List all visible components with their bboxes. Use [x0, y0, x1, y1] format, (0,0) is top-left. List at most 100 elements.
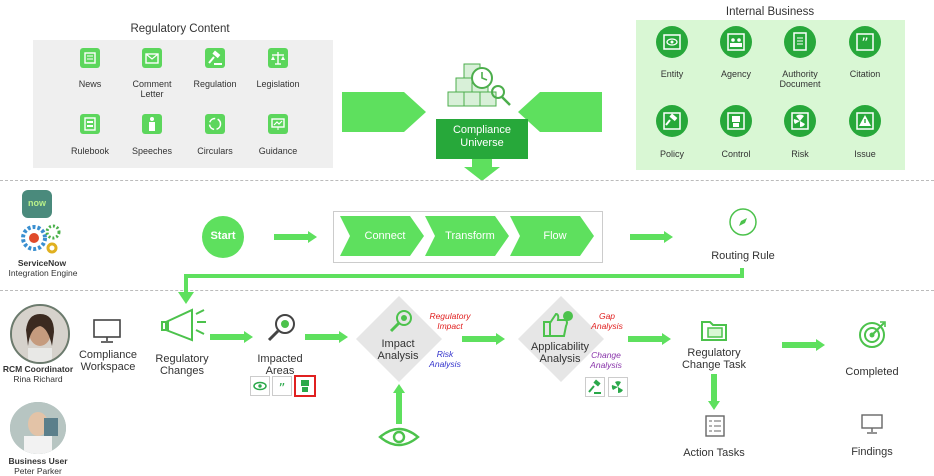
rulebook-label: Rulebook: [70, 146, 110, 156]
checklist-icon: [705, 415, 725, 437]
legislation-label: Legislation: [256, 79, 300, 89]
arrow-down-from-universe: [464, 159, 500, 181]
applicability-analysis-diamond: [518, 296, 604, 382]
gap-analysis-label: Gap Analysis: [591, 311, 623, 331]
gavel-icon: [585, 377, 605, 397]
issue-label: Issue: [854, 149, 876, 159]
connect-label: Connect: [364, 230, 406, 242]
citation-label: Citation: [849, 69, 881, 79]
svg-text:”: ”: [861, 36, 868, 52]
guidance-icon: [268, 114, 288, 134]
start-node: [202, 216, 244, 258]
folder-icon: [701, 321, 727, 341]
thumbs-up-icon: [543, 311, 573, 337]
boxes-magnifier-icon: [447, 63, 511, 107]
comment-letter-label: Comment Letter: [132, 79, 172, 99]
quote-icon: ”: [849, 26, 881, 58]
circulars-label: Circulars: [197, 146, 233, 156]
arrow-task-to-action: [708, 374, 720, 410]
arrow-impacted-to-impact: [305, 331, 348, 343]
risk-label: Risk: [791, 149, 809, 159]
internal-business-title: Internal Business: [725, 6, 815, 18]
flow-label: Flow: [543, 230, 567, 242]
gavel-policy-icon: [656, 105, 688, 137]
arrow-flow-to-routing: [630, 231, 673, 243]
arrow-left-into-universe: [518, 92, 602, 132]
entity-label: Entity: [660, 69, 684, 79]
agency-label: Agency: [720, 69, 752, 79]
podium-icon: [142, 114, 162, 134]
quote-icon: ”: [272, 376, 292, 397]
action-tasks-label: Action Tasks: [683, 447, 745, 459]
divider-top: [0, 180, 934, 181]
impact-analysis-diamond: [356, 296, 442, 382]
business-user-name: Peter Parker: [14, 466, 62, 476]
rcm-coordinator-role: RCM Coordinator: [2, 364, 74, 374]
rcm-coordinator-name: Rina Richard: [13, 374, 63, 384]
authority-document-label: Authority Document: [779, 69, 821, 89]
transform-step: [425, 216, 509, 256]
compass-icon: [729, 208, 757, 236]
regulation-label: Regulation: [193, 79, 237, 89]
arrow-task-to-completed: [782, 339, 825, 351]
flow-step: [510, 216, 594, 256]
avatar: [10, 304, 70, 364]
compliance-universe-box: [436, 119, 528, 159]
findings-label: Findings: [851, 446, 893, 458]
comment-letter-icon: [142, 48, 162, 68]
magnifier-icon: [267, 314, 295, 342]
change-analysis-label: Change Analysis: [590, 350, 622, 370]
scales-icon: [268, 48, 288, 68]
news-label: News: [78, 79, 102, 89]
transform-label: Transform: [445, 230, 495, 242]
rulebook-icon: [80, 114, 100, 134]
circular-arrows-icon: [205, 114, 225, 134]
regulatory-impact-label: Regulatory Impact: [429, 311, 471, 331]
radiation-icon: [784, 105, 816, 137]
monitor-icon: [861, 414, 883, 434]
guidance-label: Guidance: [258, 146, 298, 156]
servicenow-name: ServiceNow: [17, 258, 67, 268]
start-label: Start: [210, 230, 236, 242]
arrow-right-into-universe: [342, 92, 426, 132]
svg-text:”: ”: [279, 382, 286, 397]
routing-rule-label: Routing Rule: [711, 250, 775, 262]
eye-icon: [656, 26, 688, 58]
policy-label: Policy: [659, 149, 684, 159]
impact-analysis-label: Impact Analysis: [377, 338, 419, 362]
magnifier-icon: [389, 310, 412, 333]
eye-icon: [250, 376, 270, 396]
gavel-icon: [205, 48, 225, 68]
arrow-applicability-to-task: [628, 333, 671, 345]
risk-analysis-label: Risk Analysis: [429, 349, 461, 369]
applicability-analysis-label: Applicability Analysis: [530, 341, 590, 365]
warning-icon: [849, 105, 881, 137]
arrow-up-into-impact: [393, 384, 405, 424]
compliance-universe-label: Compliance Universe: [452, 124, 512, 149]
radiation-icon: [608, 377, 628, 397]
monitor-icon: [93, 319, 121, 343]
robot-icon: [720, 105, 752, 137]
eye-icon: [378, 427, 420, 447]
regulatory-change-task-label: Regulatory Change Task: [681, 347, 746, 371]
gears-icon: [21, 224, 61, 254]
speeches-label: Speeches: [131, 146, 173, 156]
agency-icon: [720, 26, 752, 58]
impacted-areas-label: Impacted Areas: [257, 353, 303, 377]
connect-step: [340, 216, 424, 256]
servicenow-subtitle: Integration Engine: [8, 268, 78, 278]
target-icon: [859, 321, 886, 348]
servicenow-logo: [22, 190, 52, 218]
avatar: [10, 402, 66, 454]
business-user-role: Business User: [8, 456, 68, 466]
regulatory-content-title: Regulatory Content: [130, 23, 230, 35]
robot-icon: [294, 375, 316, 397]
document-icon: [784, 26, 816, 58]
arrow-routing-to-changes: [178, 268, 744, 304]
megaphone-icon: [161, 308, 206, 342]
servicenow-logo-text: now: [28, 198, 46, 208]
completed-label: Completed: [845, 366, 899, 378]
arrow-impact-to-applicability: [462, 333, 505, 345]
news-icon: [80, 48, 100, 68]
arrow-start-to-connect: [274, 231, 317, 243]
